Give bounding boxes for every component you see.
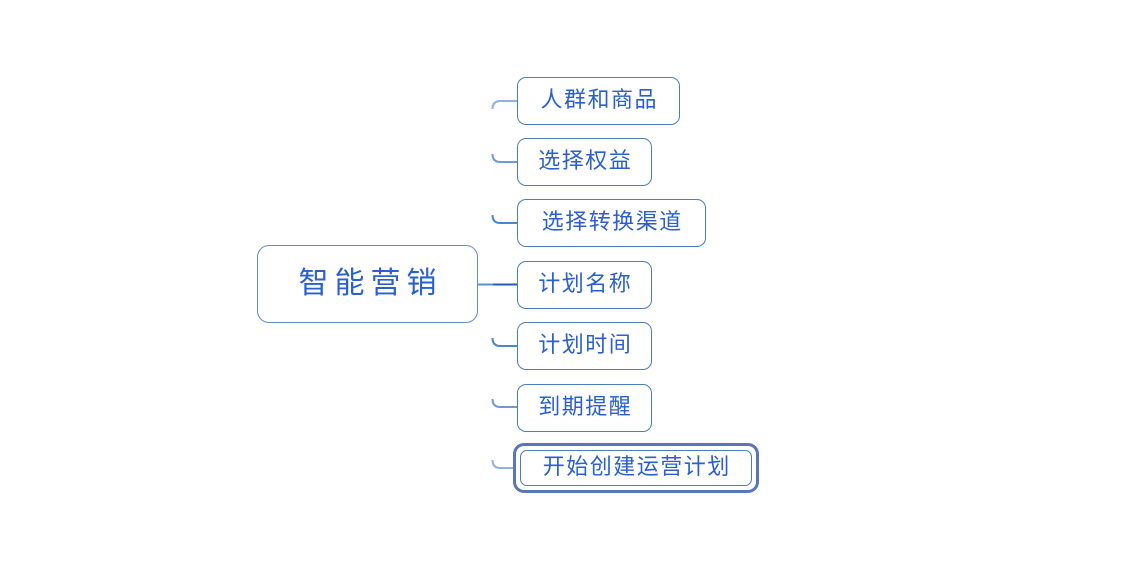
elbow-child-2-up bbox=[493, 162, 501, 170]
node-renqun-he-shangpin[interactable]: 人群和商品 bbox=[517, 77, 680, 125]
node-label: 到期提醒 bbox=[538, 395, 633, 420]
node-label: 选择转换渠道 bbox=[541, 210, 683, 235]
node-kaishi-chuangjian-yunying-jihua[interactable]: 开始创建运营计划 bbox=[520, 450, 752, 486]
elbow-child-1 bbox=[491, 100, 517, 110]
root-node[interactable]: 智能营销 bbox=[257, 245, 478, 323]
node-xuanze-zhuanhuan-qudao[interactable]: 选择转换渠道 bbox=[517, 199, 706, 247]
node-jihua-mingcheng[interactable]: 计划名称 bbox=[517, 261, 652, 309]
elbow-child-2 bbox=[491, 153, 517, 163]
node-label: 开始创建运营计划 bbox=[542, 455, 731, 480]
elbow-child-6 bbox=[491, 398, 517, 408]
node-xuanze-quanyi[interactable]: 选择权益 bbox=[517, 138, 652, 186]
node-label: 选择权益 bbox=[538, 149, 633, 174]
elbow-child-7 bbox=[491, 459, 513, 469]
elbow-child-5 bbox=[491, 337, 517, 347]
root-node-label: 智能营销 bbox=[298, 266, 443, 301]
node-label: 计划时间 bbox=[538, 333, 633, 358]
node-label: 人群和商品 bbox=[540, 88, 658, 113]
node-label: 计划名称 bbox=[538, 272, 633, 297]
elbow-child-3 bbox=[491, 214, 517, 224]
node-daoqi-tixing[interactable]: 到期提醒 bbox=[517, 384, 652, 432]
selection-ring[interactable]: 开始创建运营计划 bbox=[513, 443, 759, 493]
node-jihua-shijian[interactable]: 计划时间 bbox=[517, 322, 652, 370]
